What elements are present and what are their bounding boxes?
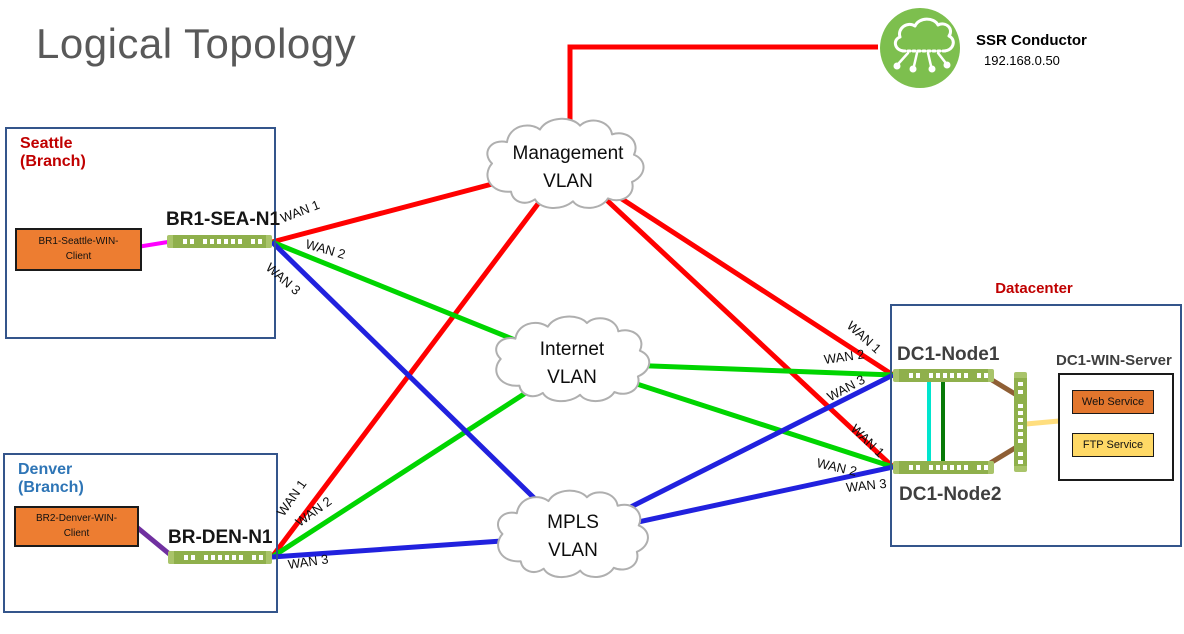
- seattle-client-box: BR1-Seattle-WIN- Client: [15, 228, 142, 271]
- denver-wan2-link: [270, 360, 574, 560]
- seattle-branch-title: Seattle(Branch): [20, 135, 86, 171]
- dc-switch-bar: [1014, 372, 1027, 472]
- mpls-vlan-cloud: [498, 491, 648, 577]
- seattle-router-bar: [167, 235, 272, 248]
- conductor-label: SSR Conductor: [976, 32, 1087, 49]
- denver-wan1-link: [270, 162, 570, 559]
- denver-client-link: [131, 522, 175, 559]
- dc1-node2-bar: [893, 461, 994, 474]
- dc1-win-server-box: Web Service FTP Service: [1058, 373, 1174, 481]
- seattle-router-label: BR1-SEA-N1: [166, 209, 281, 230]
- seattle-wan3-link: [270, 240, 575, 538]
- datacenter-title: Datacenter: [995, 280, 1073, 297]
- internet-vlan-label: Internet VLAN: [539, 339, 605, 388]
- web-service-box: Web Service: [1072, 390, 1154, 414]
- management-vlan-cloud: [487, 119, 643, 208]
- denver-branch-title: Denver(Branch): [18, 461, 84, 497]
- mpls-vlan-label: MPLS VLAN: [547, 512, 599, 561]
- datacenter-box: [890, 304, 1182, 547]
- dc1-node1-label: DC1-Node1: [897, 344, 1000, 365]
- management-vlan-label: Management VLAN: [512, 143, 624, 192]
- seattle-branch-box: [5, 127, 276, 339]
- conductor-ip: 192.168.0.50: [984, 53, 1060, 68]
- conductor-management-link: [567, 44, 878, 128]
- ftp-service-box: FTP Service: [1072, 433, 1154, 457]
- denver-branch-box: [3, 453, 278, 613]
- dc1-node2-label: DC1-Node2: [899, 484, 1002, 505]
- denver-router-bar: [168, 551, 272, 564]
- internet-vlan-cloud: [496, 317, 649, 402]
- denver-client-box: BR2-Denver-WIN- Client: [14, 506, 139, 547]
- denver-router-label: BR-DEN-N1: [168, 527, 273, 548]
- dc1-node1-bar: [893, 369, 994, 382]
- page-title: Logical Topology: [36, 20, 357, 67]
- dc1-win-server-label: DC1-WIN-Server: [1056, 352, 1172, 369]
- switch-server-link: [1025, 418, 1060, 427]
- conductor-cloud-network-icon: [880, 8, 960, 88]
- node2-wan1-link: [566, 162, 895, 469]
